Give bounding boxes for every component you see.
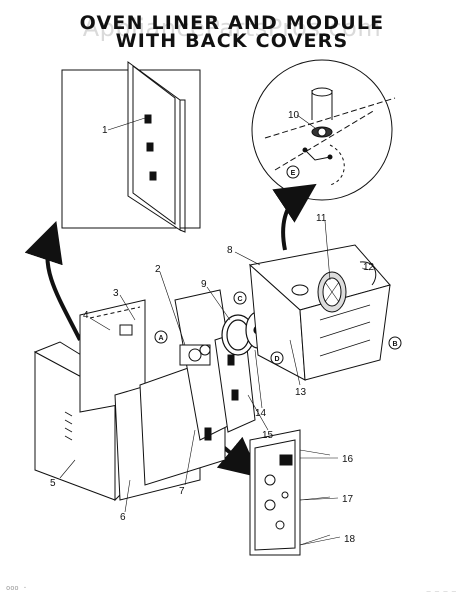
inset-circular-detail [251,59,396,201]
part-label-4: 4 [83,310,89,321]
arrow-to-back-cover [24,221,82,341]
part-label-10: 10 [288,110,300,121]
leader-lines [59,114,371,546]
part-label-11: 11 [316,213,327,224]
part-label-13: 13 [295,387,307,398]
part-label-6: 6 [120,512,126,523]
arrow-to-circular-detail [272,183,317,251]
oven-liner-module [248,244,391,381]
diagram-title-line-2: WITH BACK COVERS [115,30,349,52]
callout-d: D [274,356,279,363]
middle-panel [114,289,241,501]
control-detail [249,429,331,556]
callout-b: B [392,341,397,348]
callout-letters [154,165,402,365]
part-label-12: 12 [363,262,375,273]
part-label-1: 1 [102,125,108,136]
callout-circle-a [154,330,168,344]
inset-back-cover [61,61,201,233]
footer-left-code: ooo · [6,584,28,592]
part-label-15: 15 [262,430,274,441]
callout-circle-d [270,351,284,365]
callout-c: C [237,296,242,303]
diagram-title-line-1: OVEN LINER AND MODULE [79,12,385,34]
callout-letter-text: A B C D E [158,170,397,363]
part-label-17: 17 [342,494,354,505]
part-label-2: 2 [155,264,161,275]
part-label-14: 14 [255,408,267,419]
footer-right-code: _ _ _ _ [426,584,456,592]
part-label-7: 7 [179,486,185,497]
callout-e: E [291,170,296,177]
part-label-8: 8 [227,245,233,256]
part-label-5: 5 [50,478,56,489]
part-label-16: 16 [342,454,354,465]
part-label-9: 9 [201,279,207,290]
callout-circle-e [286,165,300,179]
watermark: AppliancePartsPros.com [82,14,382,42]
part-numbers: 1 2 3 4 5 6 7 8 9 10 11 12 13 14 15 16 1… [50,110,375,545]
callout-circle-b [388,336,402,350]
part-label-18: 18 [344,534,356,545]
callout-a: A [158,335,163,342]
callout-circle-c [233,291,247,305]
part-label-3: 3 [113,288,119,299]
